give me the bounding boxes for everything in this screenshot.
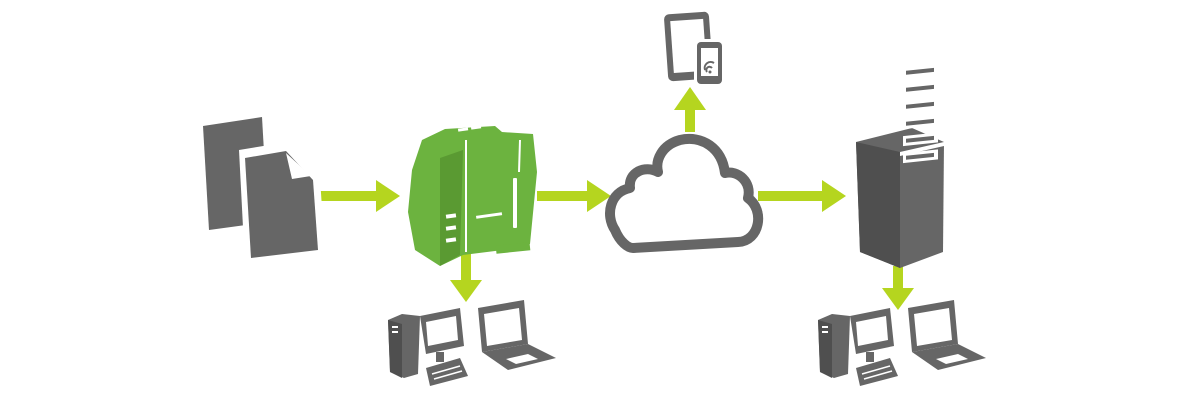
arrow-documents-to-printer — [318, 180, 400, 212]
arrow-printer-to-computers — [450, 254, 482, 302]
documents-icon — [203, 117, 325, 266]
laptop-icon — [478, 300, 556, 370]
arrow-printer-to-cloud — [537, 180, 611, 212]
arrow-cloud-to-mobile — [674, 87, 706, 132]
server-rack-icon — [856, 64, 944, 268]
cloud-icon — [605, 133, 764, 253]
multifunction-printer-icon — [408, 125, 537, 266]
server-drive-bays — [903, 64, 938, 164]
desktop-computer-icon — [818, 308, 898, 386]
desktop-laptop-icon — [818, 300, 986, 386]
arrow-cloud-to-server — [758, 180, 846, 212]
desktop-computer-icon — [388, 308, 468, 386]
arrow-server-to-computers — [882, 266, 914, 310]
tablet-phone-icon — [664, 11, 725, 87]
laptop-icon — [908, 300, 986, 370]
desktop-laptop-icon — [388, 300, 556, 386]
